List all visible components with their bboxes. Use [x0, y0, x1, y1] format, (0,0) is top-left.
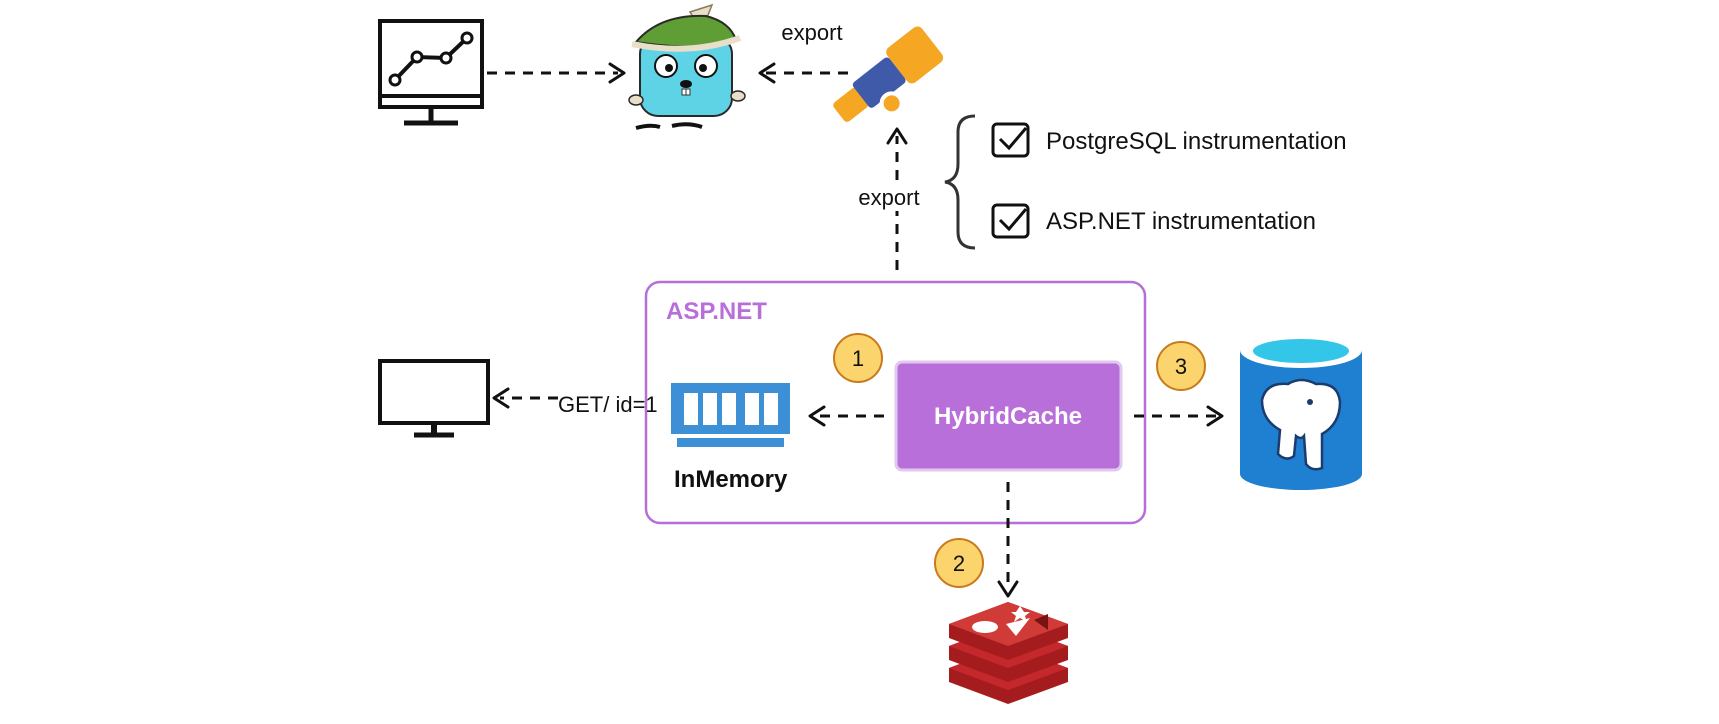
- curly-brace-icon: [944, 114, 976, 250]
- step-badge-1: 1: [833, 333, 883, 383]
- checkbox-icon: [991, 122, 1030, 158]
- checkbox-icon: [991, 203, 1030, 239]
- arrow-request-to-monitor: [492, 387, 558, 409]
- ram-icon: [671, 383, 790, 447]
- arrow-hybridcache-to-inmemory: [808, 405, 884, 427]
- inmemory-label: InMemory: [674, 466, 788, 493]
- aspnet-container: [644, 280, 1147, 525]
- svg-text:3: 3: [1175, 354, 1187, 379]
- step-badge-2: 2: [934, 538, 984, 588]
- telescope-icon: [833, 26, 944, 122]
- svg-text:2: 2: [953, 551, 965, 576]
- export-label-top: export: [781, 20, 842, 45]
- export-label-mid: export: [858, 185, 919, 210]
- arrow-monitor-to-gopher: [487, 62, 626, 84]
- aspnet-instrumentation-label: ASP.NET instrumentation: [1046, 208, 1316, 235]
- svg-text:1: 1: [852, 346, 864, 371]
- postgres-instrumentation-label: PostgreSQL instrumentation: [1046, 128, 1347, 155]
- monitor-icon: [378, 359, 490, 438]
- hybridcache-box: [894, 360, 1123, 472]
- hybridcache-label: HybridCache: [934, 403, 1082, 430]
- gopher-icon: [628, 3, 746, 130]
- telescope-stand-icon: [847, 94, 861, 116]
- arrow-aspnet-to-telescope: [886, 127, 908, 270]
- aspnet-container-title: ASP.NET: [666, 298, 767, 325]
- arrow-hybridcache-to-postgresql: [1134, 405, 1224, 427]
- redis-icon: [949, 602, 1068, 704]
- get-request-label: GET/ id=1: [558, 392, 658, 417]
- arrow-hybridcache-to-redis: [997, 482, 1019, 598]
- arrow-telescope-to-gopher: [758, 62, 848, 84]
- postgresql-icon: [1240, 332, 1362, 490]
- step-badge-3: 3: [1156, 341, 1206, 391]
- export-label-bg: [850, 181, 944, 211]
- monitor-chart-icon: [378, 19, 484, 126]
